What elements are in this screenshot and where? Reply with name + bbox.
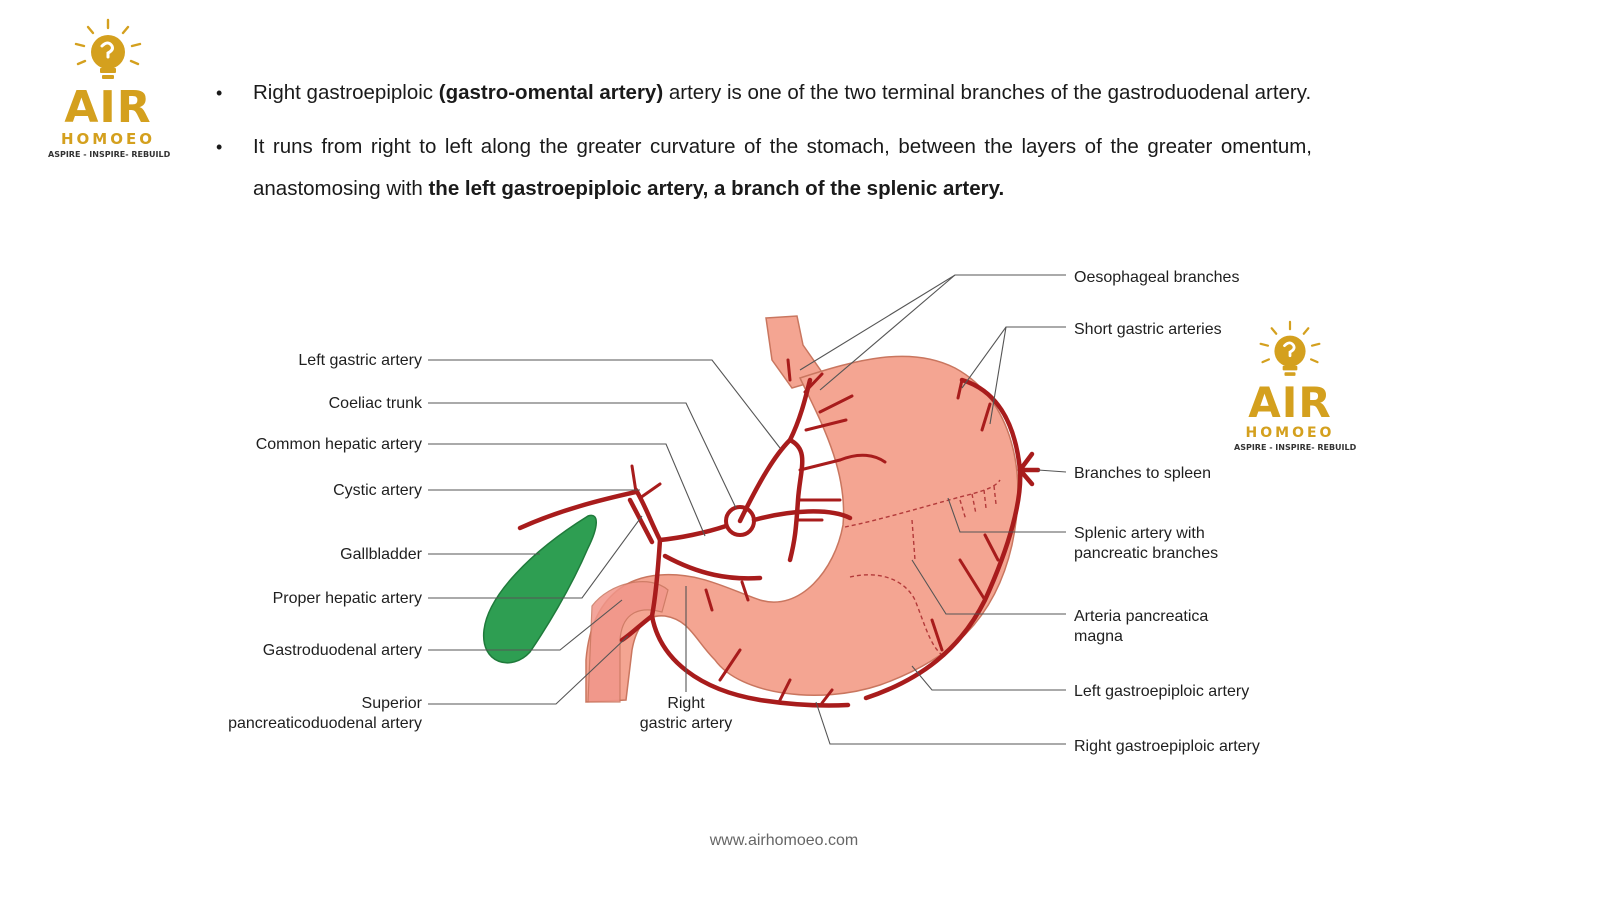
leader-line xyxy=(428,515,643,599)
label-short-gastric-arteries: Short gastric arteries xyxy=(1074,321,1222,338)
leader-line xyxy=(947,497,1066,533)
right-gastroepiploic-artery xyxy=(649,613,851,708)
hepatic-artery xyxy=(627,487,663,545)
label-superior-pd-artery: Superior xyxy=(362,695,423,712)
cystic-branch xyxy=(630,464,662,500)
logo-wordmark: AIR xyxy=(1248,378,1332,427)
stomach xyxy=(585,355,1019,703)
label-gallbladder: Gallbladder xyxy=(340,546,423,563)
label-right-gastroepiploic-artery: Right gastroepiploic artery xyxy=(1074,738,1260,755)
cystic-artery xyxy=(517,489,639,531)
brand-logo: AIR HOMOEO ASPIRE - INSPIRE- REBUILD xyxy=(48,18,171,159)
label-coeliac-trunk: Coeliac trunk xyxy=(329,395,423,412)
label-cystic-artery: Cystic artery xyxy=(333,482,422,499)
common-hepatic-artery xyxy=(657,523,729,543)
leader-line xyxy=(799,274,1066,371)
bullet-text: Right gastroepiploic xyxy=(253,81,439,104)
label-arteria-pancreatica-magna: magna xyxy=(1074,628,1123,645)
bullet-item: • Right gastroepiploic (gastro-omental a… xyxy=(216,72,1312,114)
pancreatic-vessel xyxy=(959,485,997,521)
lightbulb-icon xyxy=(1259,320,1321,376)
leader-line xyxy=(961,326,1066,389)
short-gastric-artery xyxy=(959,377,1023,473)
branches-to-spleen xyxy=(1017,451,1041,487)
bullet-text: It runs from right to left along the gre… xyxy=(253,135,1312,200)
pancreatic-vessel xyxy=(844,479,1001,528)
pancreatic-vessel xyxy=(849,574,943,656)
footer-url: www.airhomoeo.com xyxy=(709,832,859,849)
label-common-hepatic-artery: Common hepatic artery xyxy=(256,436,422,453)
leader-line xyxy=(819,274,956,391)
label-gastroduodenal-artery: Gastroduodenal artery xyxy=(263,642,422,659)
short-gastric-branch xyxy=(956,378,992,432)
superior-pancreaticoduodenal-artery xyxy=(619,613,655,643)
logo-subname: HOMOEO xyxy=(1245,425,1335,441)
omental-branch xyxy=(718,648,834,705)
gallbladder xyxy=(483,514,597,664)
label-proper-hepatic-artery: Proper hepatic artery xyxy=(273,590,422,607)
label-left-gastroepiploic-artery: Left gastroepiploic artery xyxy=(1074,683,1249,700)
splenic-artery xyxy=(751,509,853,523)
leader-line xyxy=(428,443,706,537)
leader-line xyxy=(911,559,1066,615)
logo-wordmark: AIR xyxy=(64,82,152,133)
gastric-branch xyxy=(838,453,887,464)
label-left-gastric-artery: Left gastric artery xyxy=(298,352,422,369)
leader-line xyxy=(989,326,1007,425)
leader-line xyxy=(428,635,629,705)
label-superior-pd-artery: pancreaticoduodenal artery xyxy=(228,715,422,732)
leader-line xyxy=(815,701,1066,745)
bullet-item: • It runs from right to left along the g… xyxy=(216,126,1312,210)
gastric-branch xyxy=(794,394,854,522)
leader-line xyxy=(428,402,737,509)
bullet-bold-text: (gastro-omental artery) xyxy=(438,81,664,104)
leader-line xyxy=(911,665,1066,691)
leader-line xyxy=(428,359,781,449)
label-splenic-artery: Splenic artery with xyxy=(1074,525,1205,542)
gastroduodenal-artery xyxy=(649,537,663,619)
logo-tagline: ASPIRE - INSPIRE- REBUILD xyxy=(1234,443,1357,452)
bullet-bold-text: the left gastroepiploic artery, a branch… xyxy=(428,177,1005,200)
right-gastric-branch xyxy=(704,580,750,612)
bullet-dot: • xyxy=(216,83,223,103)
label-arteria-pancreatica-magna: Arteria pancreatica xyxy=(1074,608,1208,625)
label-right-gastric-artery: Right xyxy=(667,695,705,712)
label-splenic-artery: pancreatic branches xyxy=(1074,545,1218,562)
label-oesophageal-branches: Oesophageal branches xyxy=(1074,269,1239,286)
brand-logo-watermark: AIR HOMOEO ASPIRE - INSPIRE- REBUILD xyxy=(1234,320,1357,452)
lightbulb-icon xyxy=(74,18,142,79)
logo-subname: HOMOEO xyxy=(61,130,155,148)
label-right-gastric-artery: gastric artery xyxy=(640,715,732,732)
bullet-dot: • xyxy=(216,137,223,157)
bullet-text: artery is one of the two terminal branch… xyxy=(663,81,1312,104)
right-gastric-artery xyxy=(662,553,763,581)
label-branches-to-spleen: Branches to spleen xyxy=(1074,465,1211,482)
left-gastroepiploic-branch xyxy=(930,533,1000,652)
oesophageal-branch xyxy=(786,358,824,394)
logo-tagline: ASPIRE - INSPIRE- REBUILD xyxy=(48,150,171,159)
leader-line xyxy=(428,599,623,651)
leader-line xyxy=(1037,469,1067,473)
bullet-list: • Right gastroepiploic (gastro-omental a… xyxy=(216,72,1312,222)
